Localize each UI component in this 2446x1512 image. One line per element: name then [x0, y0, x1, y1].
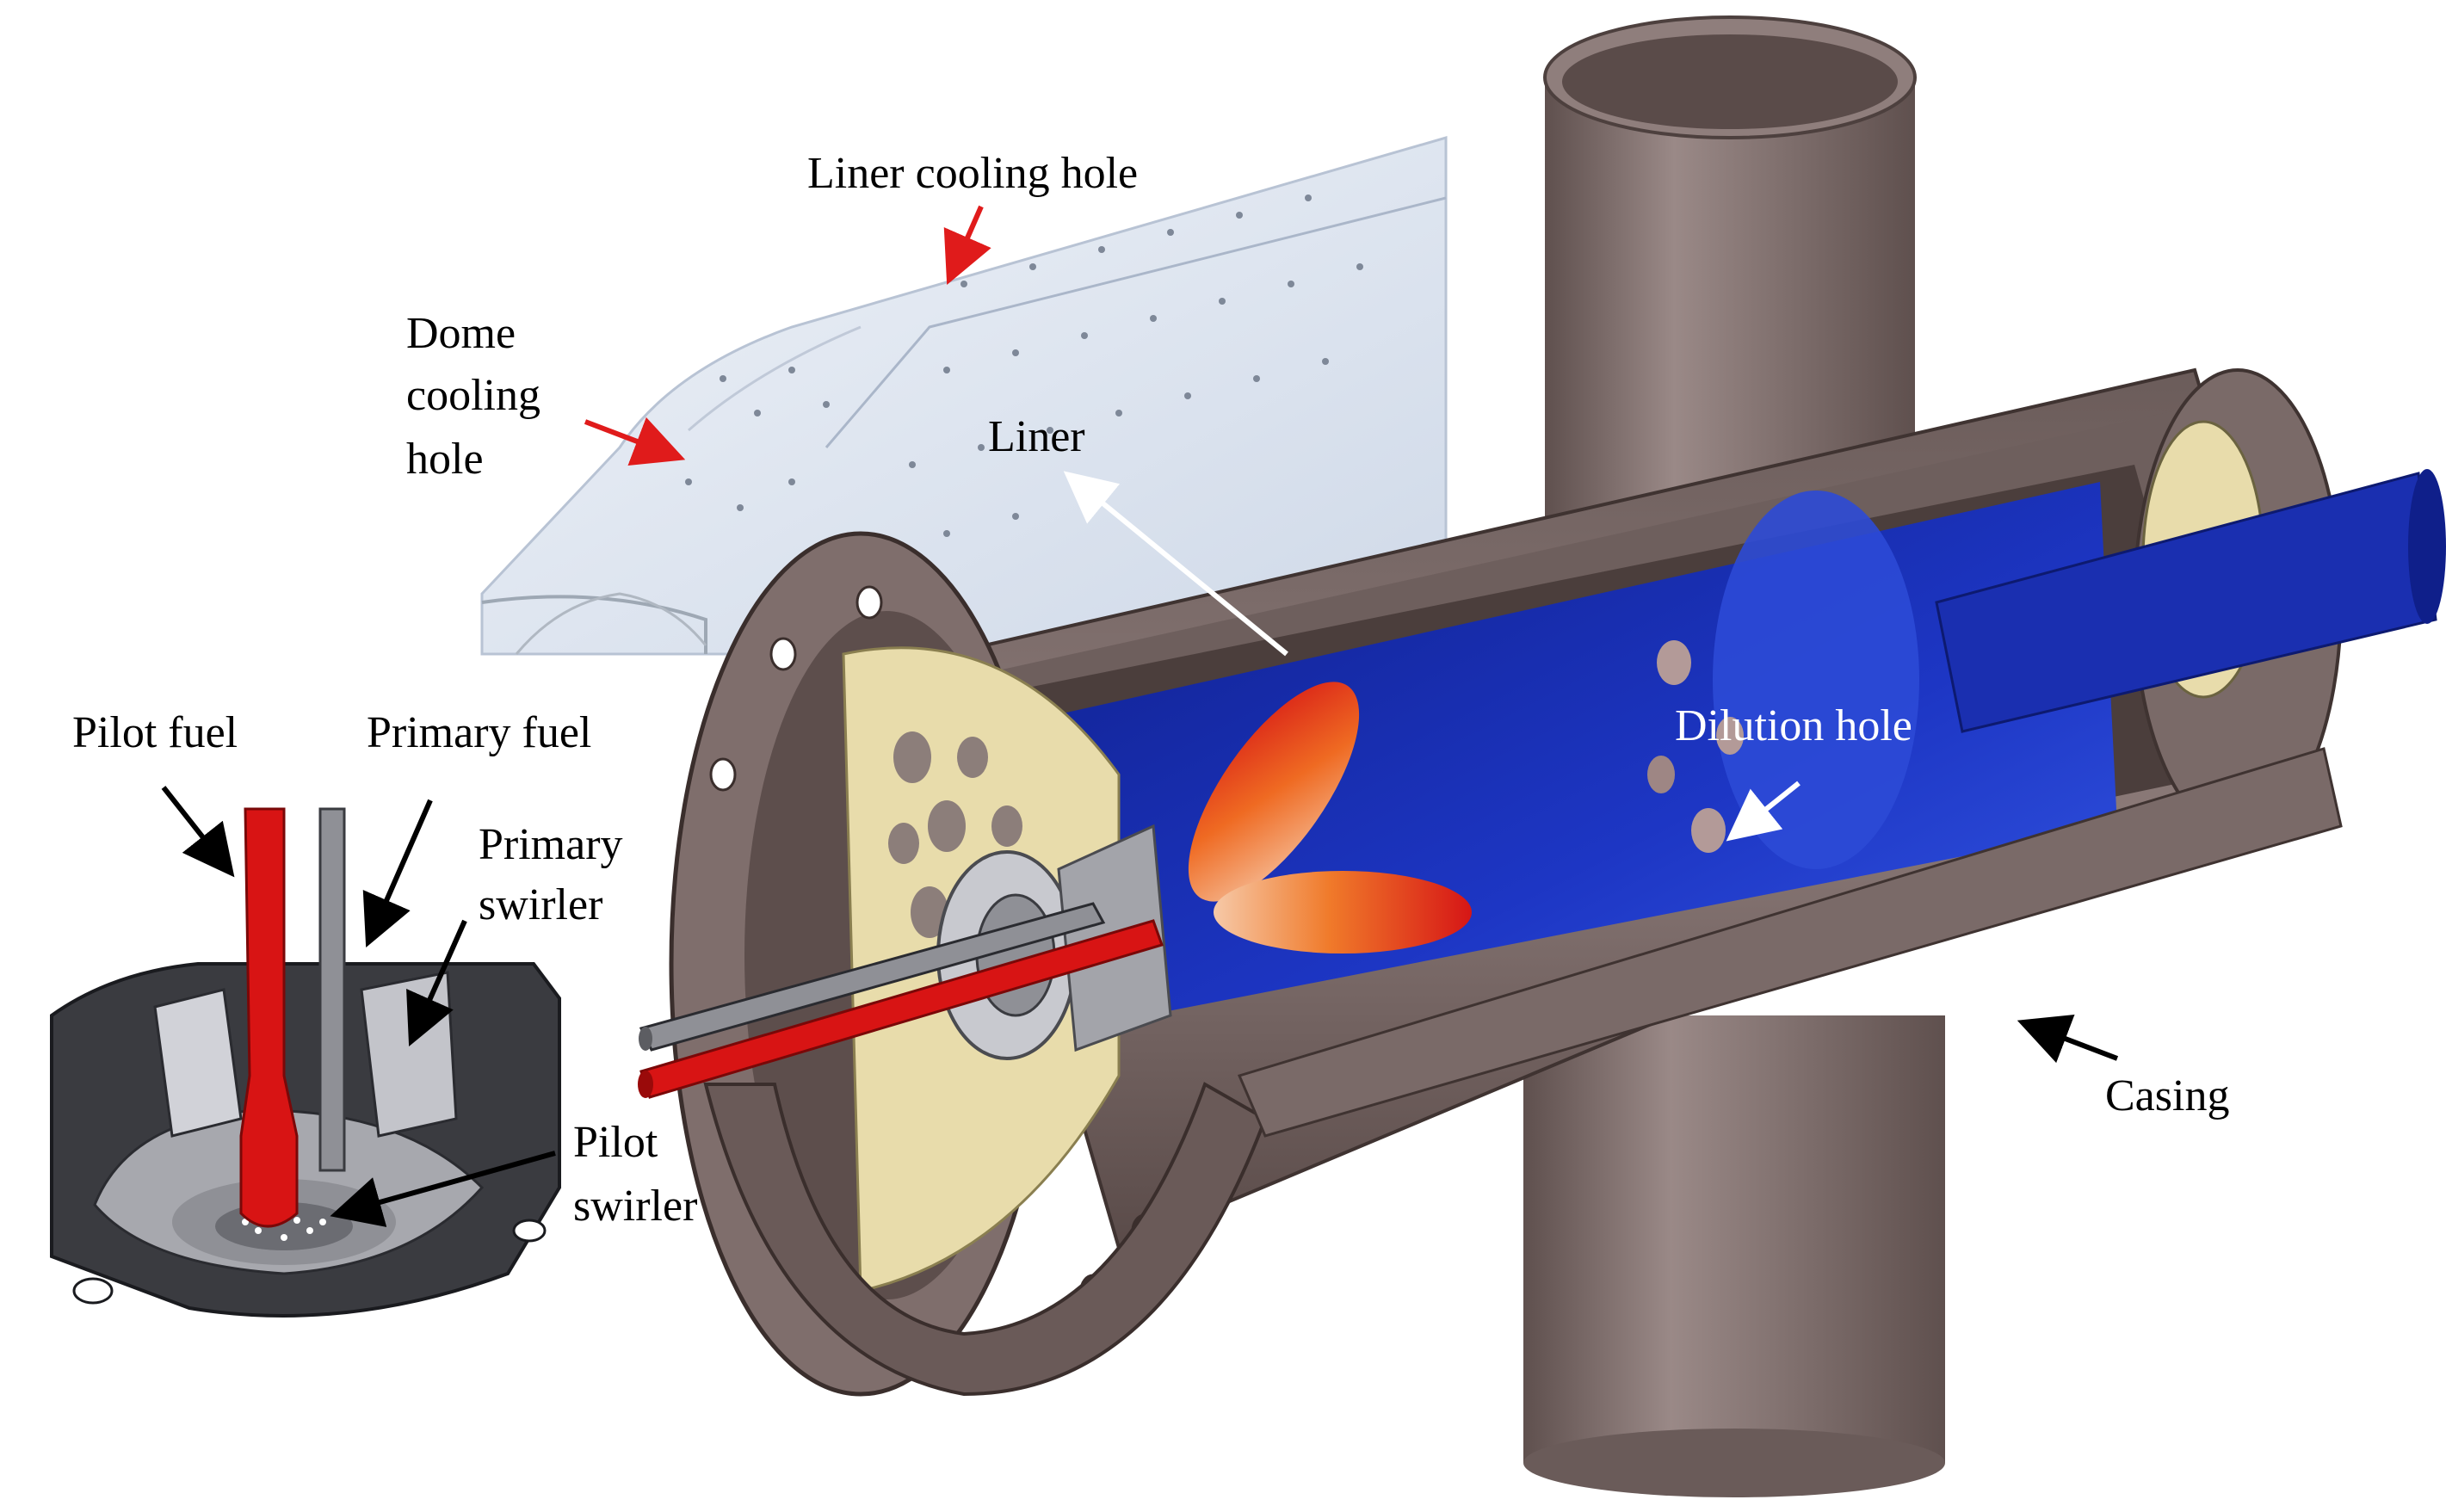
- label-primary-swirler-line1: Primary: [479, 820, 623, 869]
- label-dome-cooling-hole-line2: cooling: [406, 371, 540, 420]
- label-pilot-swirler-line1: Pilot: [573, 1118, 658, 1167]
- label-dome-cooling-hole-line1: Dome: [406, 309, 516, 358]
- arrow-primary-swirler: [406, 919, 467, 1046]
- arrow-liner-cooling-hole: [943, 205, 991, 285]
- arrow-liner: [1063, 471, 1288, 657]
- annotation-arrows: [161, 205, 2119, 1227]
- liner-inset-view: [480, 136, 1448, 656]
- injector-inset: [50, 807, 561, 1318]
- flame-zones: [1188, 682, 1472, 953]
- arrow-dome-cooling-hole: [584, 417, 686, 466]
- front-flange: [669, 531, 2343, 1397]
- label-dilution-hole: Dilution hole: [1675, 701, 1912, 750]
- swirler-assembly: [638, 824, 1172, 1099]
- label-casing: Casing: [2105, 1071, 2230, 1120]
- label-primary-fuel: Primary fuel: [367, 708, 592, 757]
- arrow-primary-fuel: [362, 799, 433, 947]
- label-primary-swirler-line2: swirler: [479, 880, 603, 929]
- label-liner: Liner: [988, 412, 1085, 461]
- arrow-dilution-hole: [1726, 781, 1801, 842]
- label-pilot-swirler-line2: swirler: [573, 1182, 698, 1231]
- arrow-casing: [2017, 1015, 2119, 1064]
- arrow-pilot-swirler: [330, 1151, 556, 1227]
- label-pilot-fuel: Pilot fuel: [72, 708, 238, 757]
- label-dome-cooling-hole-line3: hole: [406, 435, 484, 484]
- label-liner-cooling-hole: Liner cooling hole: [807, 149, 1139, 198]
- arrow-pilot-fuel: [161, 786, 235, 878]
